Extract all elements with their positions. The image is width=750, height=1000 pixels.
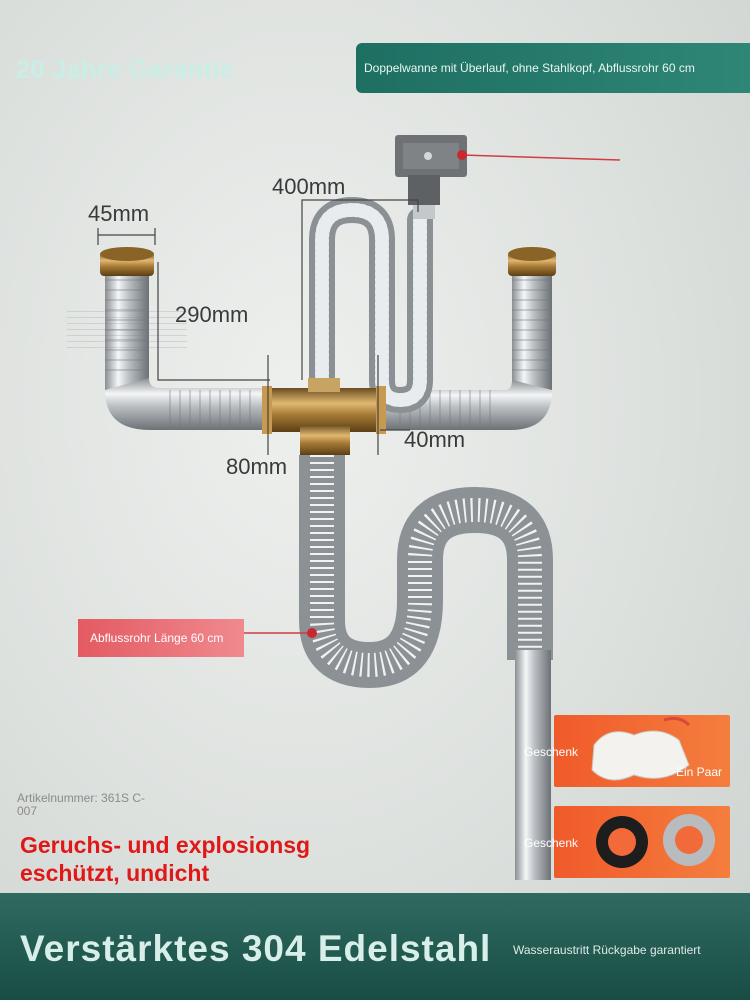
gift-card-seals [554, 806, 730, 878]
brass-tee [262, 378, 386, 455]
overflow-head [395, 135, 467, 219]
gift-label-1: Geschenk [524, 745, 579, 759]
feature-claim: Geruchs- und explosionsg eschützt, undic… [20, 832, 311, 886]
dimension-45: 45mm [88, 201, 150, 226]
guarantee-text: 20 Jahre Garantie [16, 56, 235, 84]
dimension-lines [97, 199, 419, 455]
dimension-40: 40mm [404, 427, 466, 452]
pair-label: Ein Paar [676, 765, 723, 779]
seal-rings-icon [596, 814, 715, 868]
return-guarantee: Wasseraustritt Rückgabe garantiert [513, 943, 701, 957]
dimension-80: 80mm [226, 454, 288, 479]
left-inlet-pipe [67, 247, 270, 430]
gift-card-gloves [554, 715, 730, 787]
dimension-290: 290mm [175, 302, 249, 327]
dimension-400: 400mm [272, 174, 346, 199]
overflow-hose [309, 196, 433, 414]
s-trap-pipe [299, 455, 553, 689]
product-illustration [67, 135, 621, 880]
top-banner: Doppelwanne mit Überlauf, ohne Stahlkopf… [356, 43, 750, 93]
gloves-icon [591, 716, 691, 781]
drain-length-callout: Abflussrohr Länge 60 cm [78, 619, 244, 657]
outlet-pipe [515, 650, 551, 880]
article-number: Artikelnummer: 361S C-007 [17, 791, 146, 818]
headline: Verstärktes 304 Edelstahl [20, 928, 492, 969]
gift-label-2: Geschenk [524, 836, 579, 850]
bottom-banner [0, 893, 750, 1000]
